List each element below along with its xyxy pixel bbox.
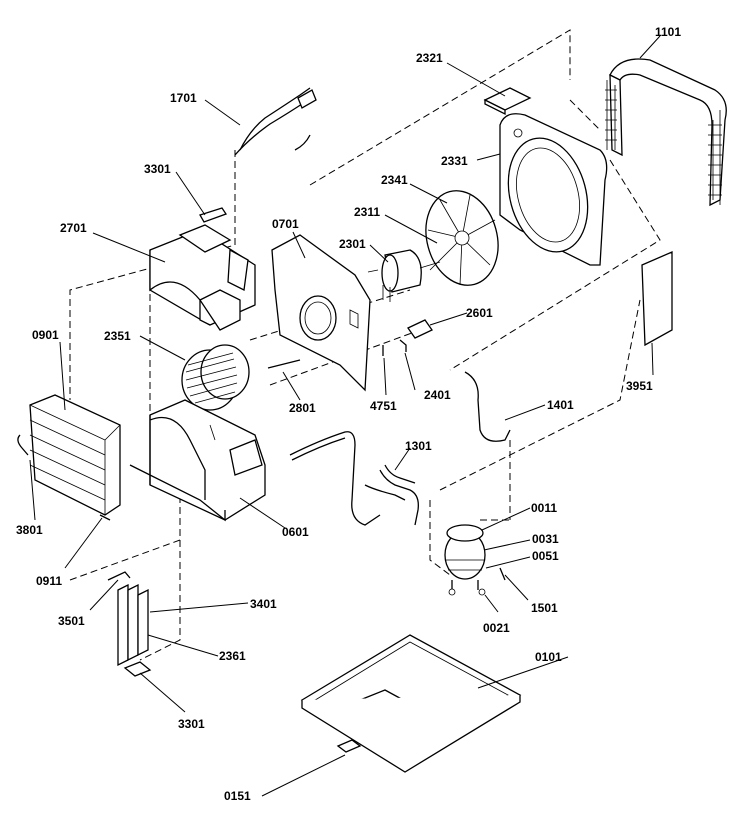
label-3301-bottom: 3301 [178, 717, 205, 731]
label-1401: 1401 [547, 398, 574, 412]
leader-lines [29, 35, 661, 797]
panel-3951 [641, 251, 673, 347]
label-4751: 4751 [370, 399, 397, 413]
label-1701: 1701 [170, 91, 197, 105]
side-channel-2361 [107, 571, 149, 667]
label-2321: 2321 [416, 51, 443, 65]
label-0011: 0011 [531, 501, 557, 515]
label-3401: 3401 [250, 597, 277, 611]
label-2311: 2311 [354, 205, 380, 219]
label-0601: 0601 [282, 525, 309, 539]
label-3501: 3501 [58, 614, 85, 628]
label-2361: 2361 [219, 649, 246, 663]
rod-2801 [267, 359, 301, 369]
label-2701: 2701 [60, 221, 87, 235]
motor-2301 [367, 249, 441, 302]
label-0911: 0911 [36, 574, 62, 588]
label-0901: 0901 [32, 328, 59, 342]
bracket-2601 [399, 319, 433, 352]
label-2401: 2401 [424, 388, 451, 402]
condenser-coil-1101 [605, 58, 727, 207]
label-2351: 2351 [104, 329, 131, 343]
tube-1401 [464, 371, 511, 442]
blower-scroll-2701 [149, 207, 256, 331]
base-pan-0101 [300, 634, 522, 773]
label-0151: 0151 [224, 789, 251, 803]
label-0101: 0101 [535, 650, 562, 664]
compressor-0011 [444, 524, 506, 596]
label-2341: 2341 [381, 173, 408, 187]
label-2301: 2301 [339, 237, 366, 251]
shroud-2331 [499, 113, 608, 266]
label-3951: 3951 [626, 379, 653, 393]
mount-0151 [336, 739, 362, 753]
label-1301: 1301 [405, 439, 432, 453]
bracket-2321 [483, 87, 532, 116]
label-1501: 1501 [531, 601, 558, 615]
fan-blade-2341 [425, 190, 499, 286]
label-3301-top: 3301 [144, 162, 171, 176]
label-0701: 0701 [272, 217, 299, 231]
orifice-plate-0701 [271, 234, 371, 392]
base-scroll-0601 [129, 399, 266, 522]
bracket-3301-bottom [123, 661, 152, 677]
label-2601: 2601 [466, 306, 493, 320]
label-1101: 1101 [655, 25, 681, 39]
label-2801: 2801 [289, 401, 316, 415]
wire-harness-1701 [234, 87, 317, 156]
assembly-outlines [69, 29, 661, 661]
part-labels: 1101 2321 1701 2331 3301 2341 2311 2701 … [16, 25, 681, 803]
label-3801: 3801 [16, 523, 43, 537]
label-2331: 2331 [441, 154, 468, 168]
evaporator-coil-0901 [17, 394, 121, 521]
blower-wheel-2351 [181, 344, 250, 411]
tubing-1301 [289, 431, 419, 526]
label-0051: 0051 [532, 549, 559, 563]
label-0021: 0021 [483, 621, 510, 635]
label-0031: 0031 [532, 532, 559, 546]
